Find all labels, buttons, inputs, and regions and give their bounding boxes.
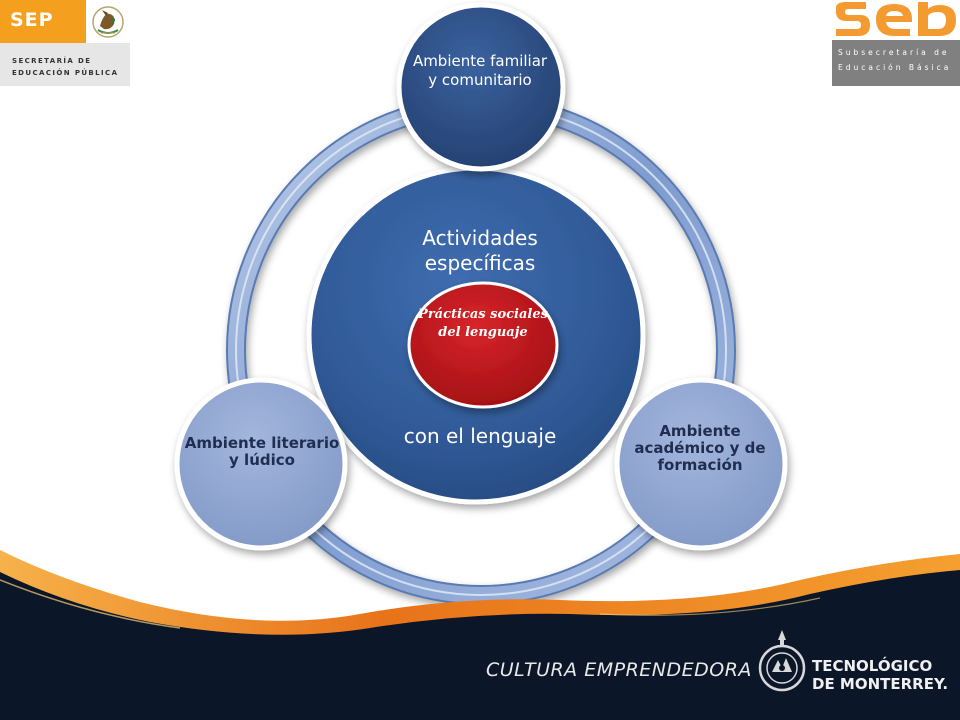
- seb-name-line2: Educación Básica: [838, 63, 952, 72]
- seb-logo: Subsecretaría de Educación Básica: [832, 0, 960, 86]
- footer-band: [0, 550, 960, 720]
- tec-de-monterrey-seal-icon: [758, 630, 806, 692]
- seb-logomark: [832, 0, 960, 40]
- core-label: Prácticas sociales del lenguaje: [418, 307, 548, 340]
- sep-orange-block: SEP: [0, 0, 86, 43]
- sep-name-line1: SECRETARÍA DE: [12, 57, 92, 65]
- footer-tagline: CULTURA EMPRENDEDORA: [486, 659, 752, 681]
- sep-logo: SEP SECRETARÍA DE EDUCACIÓN PÚBLICA: [0, 0, 130, 86]
- node-right-label: Ambiente académico y de formación: [634, 422, 766, 474]
- sep-logo-banner: SEP: [0, 0, 130, 43]
- center-subtitle: con el lenguaje: [403, 424, 557, 448]
- node-top-circle: [396, 2, 566, 172]
- node-left-label: Ambiente literario y lúdico: [184, 434, 340, 469]
- institution-name-line2: DE MONTERREY.: [812, 675, 949, 693]
- seb-logo-banner: [832, 0, 960, 40]
- center-title: Actividades específicas: [422, 226, 538, 275]
- node-right-circle: [614, 377, 788, 551]
- node-top-label: Ambiente familiar y comunitario: [412, 52, 548, 89]
- institution-name-line1: TECNOLÓGICO: [812, 657, 933, 675]
- mexican-eagle-emblem-icon: [86, 0, 130, 43]
- seb-name-line1: Subsecretaría de: [838, 48, 950, 57]
- sep-acronym: SEP: [10, 9, 54, 31]
- sep-name-line2: EDUCACIÓN PÚBLICA: [12, 69, 119, 77]
- node-left-circle: [174, 377, 348, 551]
- core-circle: [407, 281, 559, 409]
